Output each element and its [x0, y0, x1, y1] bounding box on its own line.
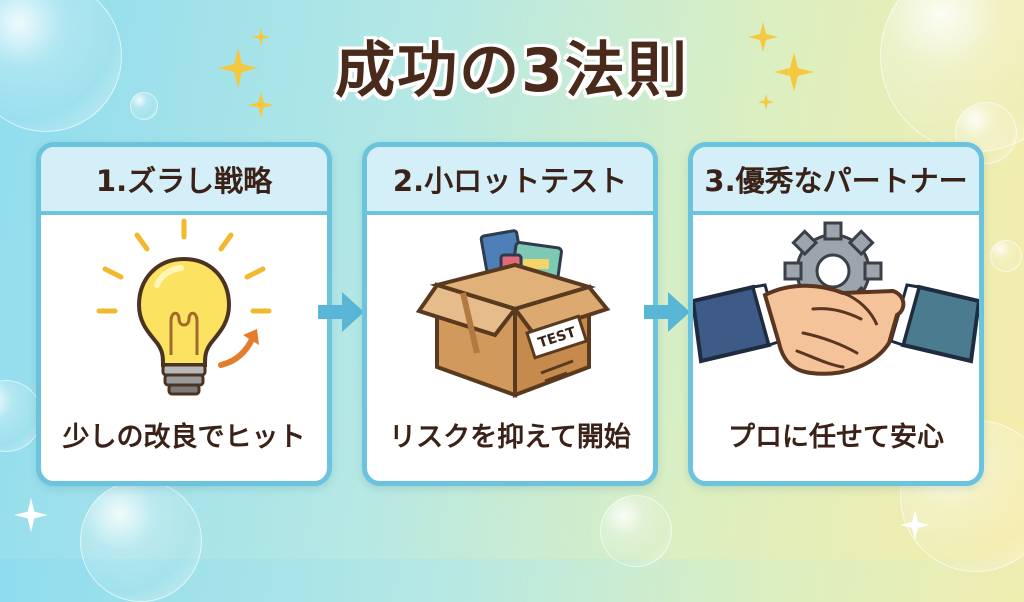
- card-zurashi-strategy: 1.ズラし戦略 少しの改良でヒット: [36, 142, 332, 486]
- card-illustration: [693, 215, 979, 405]
- background-bubble: [80, 480, 202, 602]
- card-caption: 少しの改良でヒット: [62, 422, 306, 453]
- background-bubble: [600, 495, 672, 567]
- card-illustration: [41, 215, 327, 405]
- box-icon: TEST: [415, 229, 611, 398]
- sparkle-icon: [14, 498, 48, 532]
- background-bubble: [990, 240, 1022, 272]
- sparkle-icon: [774, 52, 814, 92]
- card-heading: 3.優秀なパートナー: [693, 147, 979, 215]
- sparkle-icon: [900, 510, 930, 540]
- lightbulb-icon: [96, 218, 272, 396]
- card-illustration: TEST: [367, 215, 653, 405]
- sparkle-icon: [748, 22, 778, 52]
- card-small-lot-test: 2.小ロットテスト TEST リスクを抑えて開始: [362, 142, 658, 486]
- card-excellent-partner: 3.優秀なパートナー: [688, 142, 984, 486]
- card-caption: プロに任せて安心: [728, 422, 944, 453]
- card-caption: リスクを抑えて開始: [389, 422, 631, 453]
- sparkle-icon: [218, 48, 258, 88]
- page-title: 成功の3法則: [335, 36, 689, 106]
- card-heading: 1.ズラし戦略: [41, 147, 327, 215]
- background-bubble: [130, 92, 158, 120]
- handshake-icon: [693, 221, 979, 376]
- sparkle-icon: [252, 28, 270, 46]
- arrow-right-icon: [318, 292, 364, 332]
- arrow-right-icon: [644, 292, 690, 332]
- card-heading: 2.小ロットテスト: [367, 147, 653, 215]
- sparkle-icon: [248, 92, 274, 118]
- sparkle-icon: [758, 94, 774, 110]
